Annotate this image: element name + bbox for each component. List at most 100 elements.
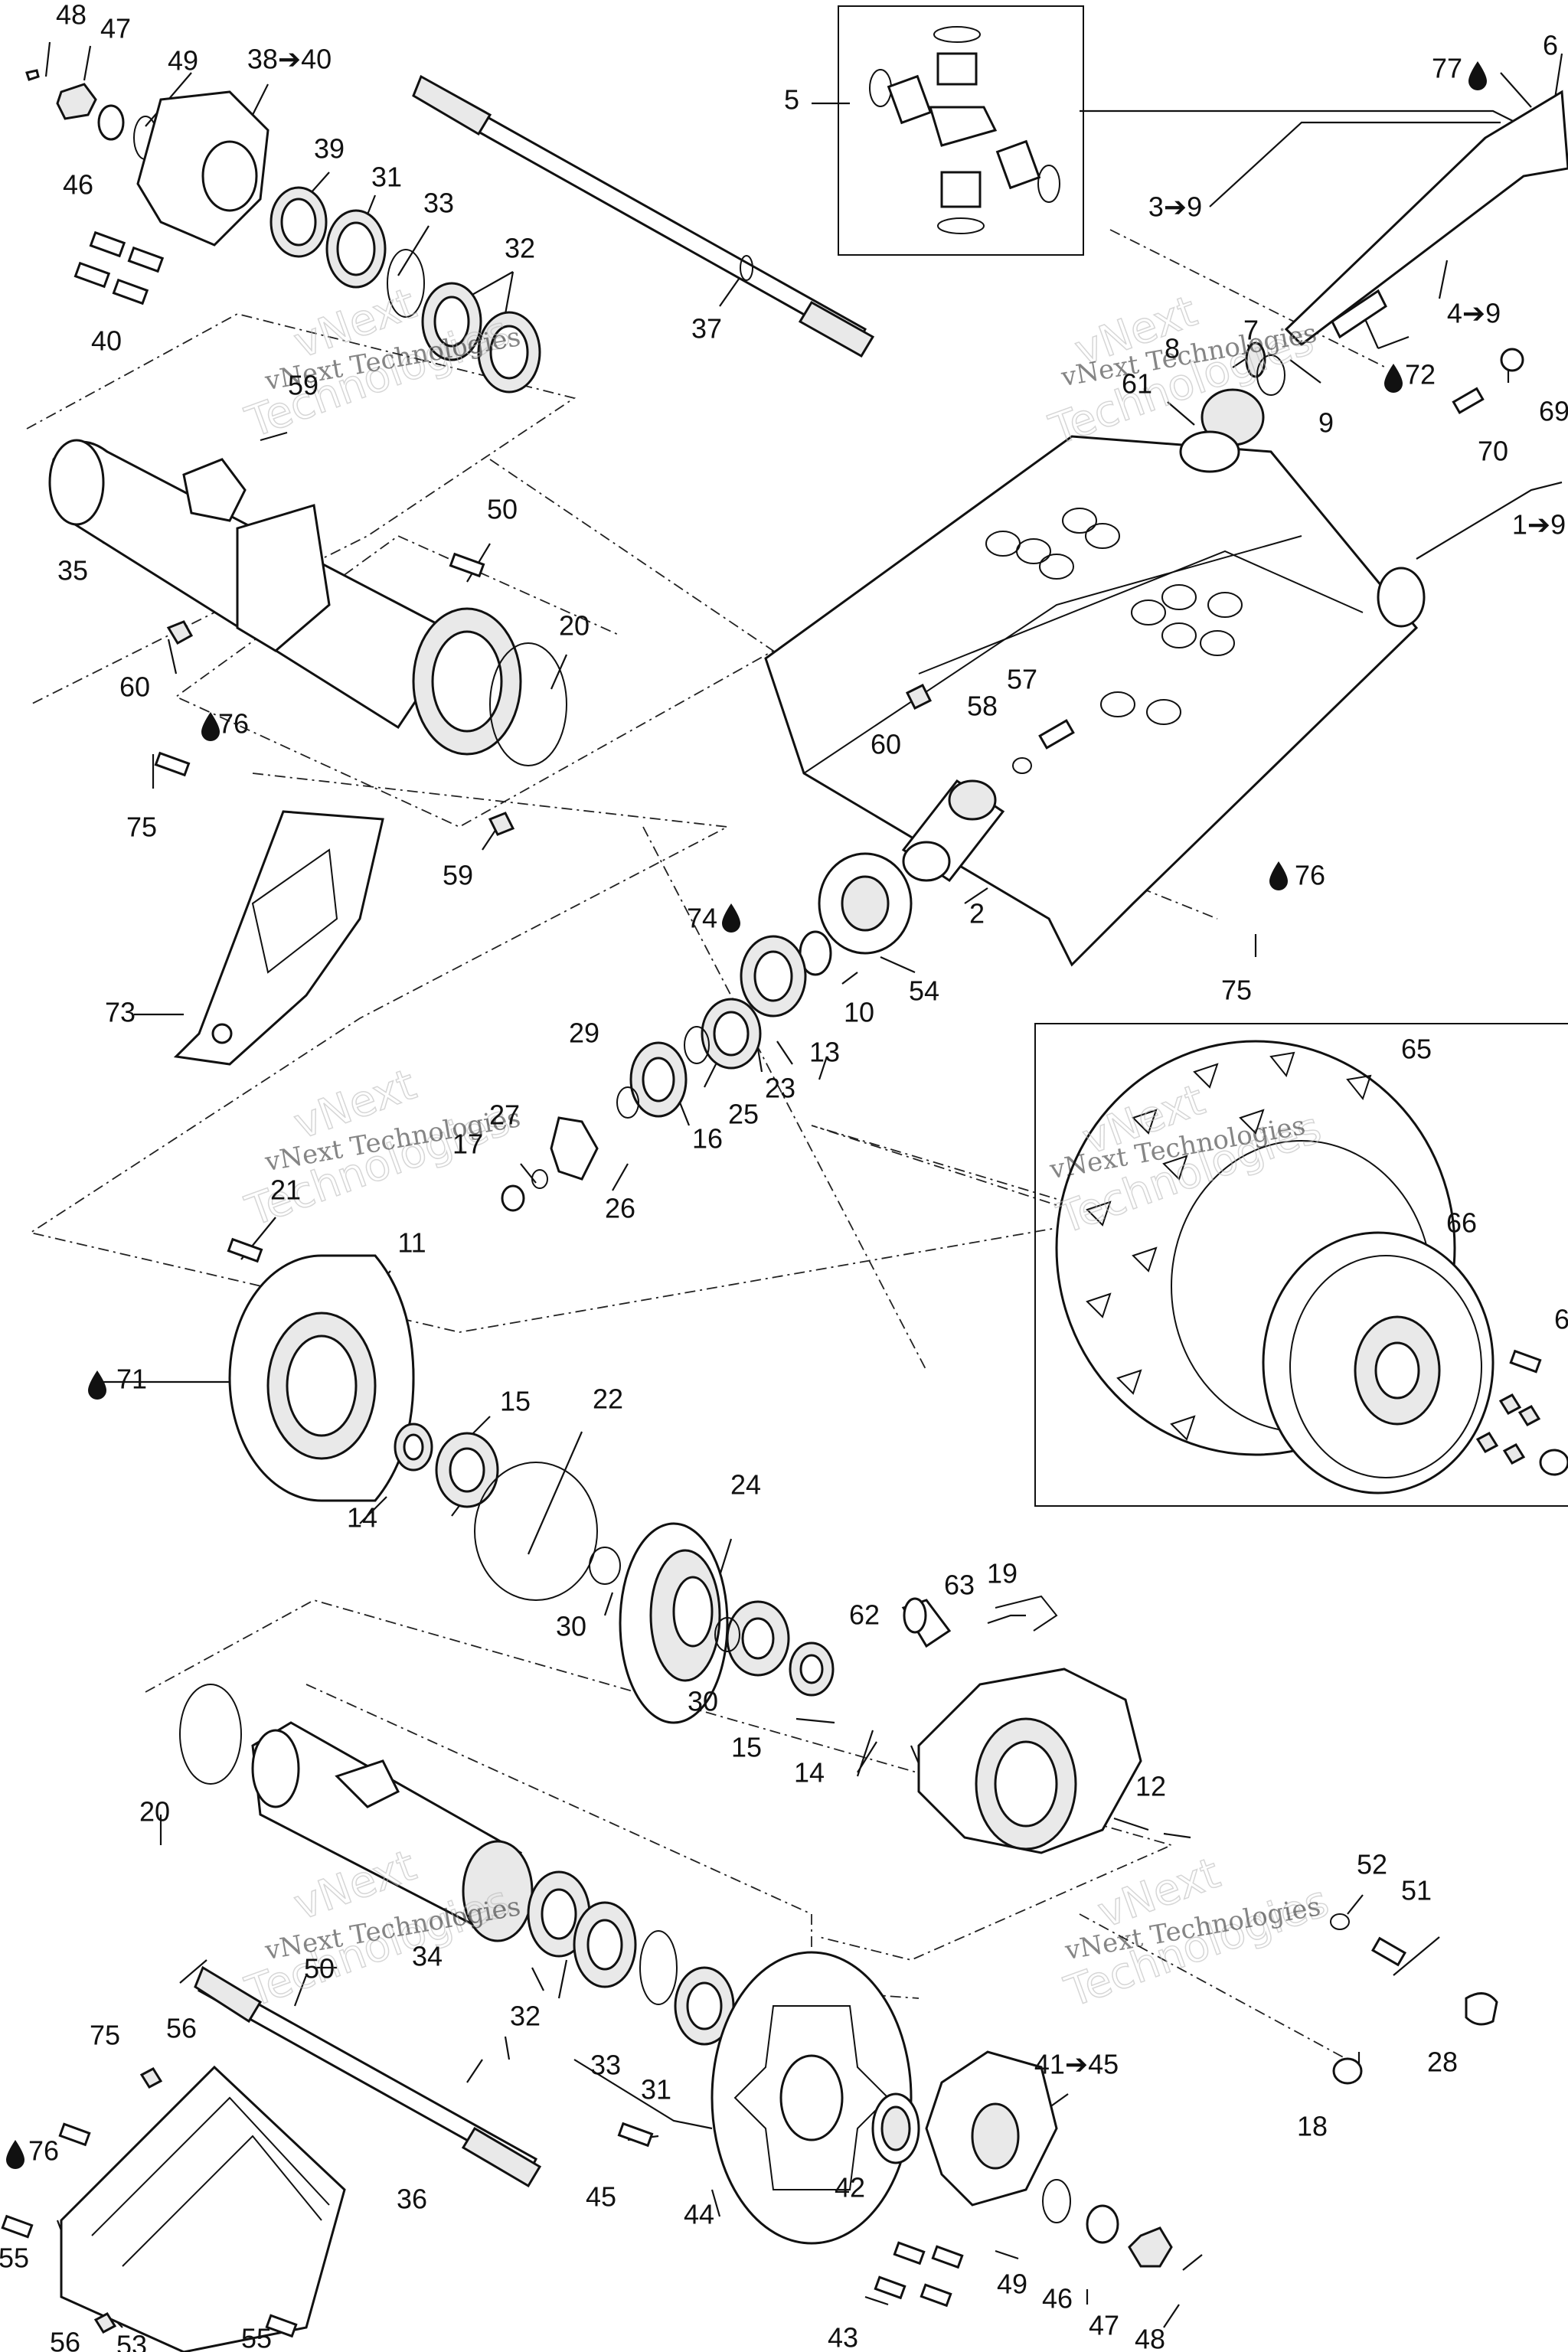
part-label: 75 — [1221, 975, 1252, 1006]
part-label: 19 — [987, 1558, 1018, 1589]
part-label: 33 — [423, 188, 454, 219]
part-label: 28 — [1427, 2047, 1458, 2078]
lubricant-drop-icons — [6, 61, 1487, 2169]
part-label: 5 — [784, 84, 799, 116]
part-label: 14 — [794, 1757, 825, 1788]
part-label: 7 — [1243, 315, 1259, 346]
part-label: 71 — [116, 1364, 147, 1395]
part-label: 35 — [57, 555, 88, 586]
part-label: 6 — [1554, 1304, 1568, 1335]
part-label: 27 — [489, 1099, 520, 1131]
part-label: 15 — [500, 1386, 531, 1417]
u-joint-inset — [838, 5, 1084, 256]
tire-tread — [1086, 1051, 1372, 1441]
part-label: 55 — [0, 2243, 29, 2274]
part-label: 57 — [1007, 664, 1037, 695]
lower-axle-housing — [179, 1684, 735, 2046]
diff-housing-11 — [227, 1237, 621, 1601]
part-label: 13 — [809, 1037, 840, 1068]
part-label: 47 — [100, 13, 131, 44]
part-label: 18 — [1297, 2111, 1328, 2142]
part-label: 59 — [443, 860, 473, 891]
axle-shaft-36 — [194, 1965, 542, 2188]
part-label: 32 — [505, 233, 535, 264]
part-label: 59 — [288, 370, 318, 401]
part-label: 14 — [347, 1502, 377, 1534]
part-label: 44 — [684, 2199, 714, 2230]
right-small-parts — [1330, 1913, 1498, 2085]
part-label: 34 — [412, 1941, 443, 1972]
part-label: 38➔40 — [247, 44, 332, 75]
part-label: 42 — [835, 2172, 865, 2203]
part-label: 60 — [871, 729, 901, 760]
part-label: 50 — [487, 494, 518, 525]
center-drive-parts — [501, 683, 1075, 1212]
part-label: 6 — [1543, 30, 1558, 61]
part-label: 72 — [1405, 359, 1436, 390]
part-label: 56 — [50, 2327, 80, 2352]
part-label: 51 — [1401, 1875, 1432, 1906]
swing-arm-frame — [764, 90, 1568, 967]
part-label: 31 — [641, 2074, 671, 2105]
part-label: 20 — [559, 610, 590, 642]
part-label: 10 — [844, 997, 874, 1028]
part-label: 63 — [944, 1570, 975, 1601]
part-label: 52 — [1357, 1849, 1387, 1880]
part-label: 12 — [1135, 1771, 1166, 1802]
oil-drop-icon — [6, 2140, 24, 2169]
part-label: 75 — [90, 2020, 120, 2051]
part-label: 45 — [586, 2181, 616, 2213]
brake-disc-44 — [617, 1951, 920, 2245]
part-label: 30 — [556, 1611, 586, 1642]
part-label: 65 — [1401, 1034, 1432, 1065]
oil-drop-icon — [1269, 861, 1288, 890]
oil-drop-icon — [1468, 61, 1487, 90]
part-label: 41➔45 — [1034, 2049, 1119, 2080]
part-label: 15 — [731, 1732, 762, 1763]
part-label: 48 — [56, 0, 87, 31]
part-label: 22 — [593, 1383, 623, 1415]
top-hub-group — [25, 69, 541, 394]
part-label: 58 — [967, 691, 998, 722]
wheel-inset — [1034, 1023, 1568, 1507]
part-label: 69 — [1539, 396, 1568, 427]
part-label: 60 — [119, 671, 150, 703]
part-label: 47 — [1089, 2310, 1119, 2341]
part-label: 17 — [452, 1129, 483, 1160]
part-label: 46 — [1042, 2283, 1073, 2314]
part-label: 11 — [397, 1227, 426, 1259]
part-label: 40 — [91, 325, 122, 357]
part-label: 20 — [139, 1796, 170, 1828]
oil-drop-icon — [722, 903, 740, 933]
part-label: 49 — [168, 45, 198, 77]
part-label: 3➔9 — [1148, 191, 1202, 223]
oil-drop-icon — [88, 1370, 106, 1400]
part-label: 73 — [105, 997, 136, 1028]
part-label: 39 — [314, 133, 345, 165]
skid-plate-53 — [1, 2065, 346, 2352]
part-label: 55 — [241, 2323, 272, 2352]
hub-41-45 — [874, 2050, 1203, 2308]
part-label: 32 — [510, 2001, 541, 2032]
part-label: 74 — [687, 903, 717, 934]
part-label: 75 — [126, 812, 157, 843]
axle-shaft-37 — [412, 74, 875, 358]
part-label: 61 — [1122, 368, 1152, 400]
part-label: 1➔9 — [1512, 509, 1566, 541]
bracket-73 — [154, 751, 515, 1066]
part-label: 70 — [1478, 436, 1508, 467]
part-label: 77 — [1432, 53, 1462, 84]
part-label: 24 — [730, 1469, 761, 1501]
part-label: 46 — [63, 169, 93, 201]
part-label: 8 — [1165, 333, 1180, 364]
part-label: 29 — [569, 1018, 599, 1049]
ring-gear-24 — [619, 1522, 835, 1724]
part-label: 26 — [605, 1193, 635, 1224]
part-label: 49 — [997, 2269, 1027, 2300]
part-label: 23 — [765, 1073, 795, 1104]
part-label: 37 — [691, 313, 722, 345]
carrier-12 — [901, 1595, 1142, 1854]
part-label: 62 — [849, 1599, 880, 1631]
part-label: 33 — [590, 2050, 621, 2081]
